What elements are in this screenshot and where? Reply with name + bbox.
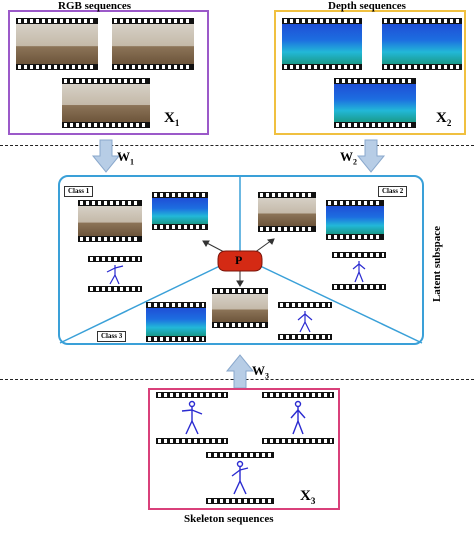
skeleton-sequences-box [148, 388, 340, 510]
x2-label: X2 [436, 110, 452, 128]
latent-subspace-title: Latent subspace [431, 225, 443, 303]
class2-depth-frame [326, 200, 384, 240]
class3-rgb-frame [212, 288, 268, 328]
separator-top [0, 145, 474, 146]
depth-sequences-box [274, 10, 466, 135]
class1-skeleton-frame [88, 256, 142, 292]
w3-label: W3 [252, 363, 269, 381]
depth-frame-2 [382, 18, 462, 70]
rgb-frame-2 [112, 18, 194, 70]
latent-subspace-box [58, 175, 424, 345]
class3-depth-frame [146, 302, 206, 342]
class-1-label: Class 1 [64, 186, 94, 197]
arrow-w2 [356, 139, 386, 173]
class1-rgb-frame [78, 200, 142, 242]
class-3-label: Class 3 [97, 331, 127, 342]
class3-skeleton-frame [278, 302, 332, 340]
class1-depth-frame [152, 192, 208, 230]
depth-title: Depth sequences [328, 0, 406, 12]
center-p-shape [217, 250, 263, 272]
rgb-sequences-box [8, 10, 209, 135]
skeleton-frame-3 [206, 452, 274, 504]
arrow-w3 [225, 354, 255, 389]
w1-label: W1 [117, 149, 134, 167]
skeleton-frame-2 [262, 392, 334, 444]
x3-label: X3 [300, 488, 316, 506]
w2-label: W2 [340, 149, 357, 167]
skeleton-frame-1 [156, 392, 228, 444]
rgb-frame-1 [16, 18, 98, 70]
x1-label: X1 [164, 110, 180, 128]
class2-rgb-frame [258, 192, 316, 232]
class-2-label: Class 2 [378, 186, 408, 197]
rgb-title: RGB sequences [58, 0, 132, 12]
rgb-frame-3 [62, 78, 150, 128]
center-p-label: P [235, 253, 243, 267]
depth-frame-3 [334, 78, 416, 128]
depth-frame-1 [282, 18, 362, 70]
skeleton-title: Skeleton sequences [184, 513, 274, 525]
class2-skeleton-frame [332, 252, 386, 290]
arrow-w1 [91, 139, 121, 173]
